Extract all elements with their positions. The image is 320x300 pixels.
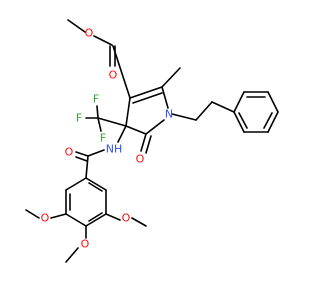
bond-ring-c5-c4 — [125, 125, 147, 135]
bond-ring-c3-c2-double-b — [132, 92, 163, 104]
atom-o-methoxy-right: O — [122, 212, 131, 225]
bond-phenyl-4-5 — [267, 111, 279, 133]
bond-o-para-methyl — [65, 247, 79, 263]
bond-ch2-ch2 — [195, 101, 213, 121]
atom-nh-amide: NH — [106, 143, 123, 156]
bond-phenyl-6-1 — [233, 111, 245, 133]
bond-ring-c3-c2-double-a — [129, 86, 163, 99]
bond-c4-nh — [117, 125, 127, 143]
atom-o-ester-ether: O — [85, 27, 94, 40]
bond-n-ch2 — [171, 113, 197, 121]
bond-aryl-inner-2 — [88, 212, 103, 222]
bond-amide-to-aryl — [85, 155, 89, 179]
atom-o-amide: O — [65, 146, 74, 159]
bond-nh-c-amide — [87, 149, 105, 157]
bond-cf3-f3 — [97, 117, 102, 132]
atom-o-lactam: O — [136, 153, 145, 166]
bond-phenyl-1-2 — [233, 91, 245, 113]
bond-ester-to-ring — [112, 45, 131, 99]
atom-n-ring: N — [165, 108, 173, 121]
bond-ester-methyl — [67, 19, 86, 33]
atom-labels: O O F F F N O NH O O O O — [41, 27, 173, 251]
bond-phenyl-inner-3 — [238, 112, 248, 129]
bond-lactam-c-o-double-b — [145, 135, 152, 154]
bond-aryl-1-2 — [65, 177, 87, 191]
bond-aryl-o-right — [105, 213, 121, 221]
atom-f-1: F — [76, 112, 82, 125]
bond-o-right-methyl — [131, 217, 147, 227]
bond-ch2-phenyl — [211, 101, 235, 113]
bond-aryl-inner-3 — [88, 182, 103, 192]
bond-aryl-6-1 — [85, 177, 107, 191]
bond-amide-c-o-double-a — [75, 151, 89, 157]
bond-amide-c-o-double-b — [75, 156, 88, 162]
bond-cf3-f2 — [96, 105, 99, 119]
atom-f-3: F — [100, 132, 106, 145]
atom-o-ester-carbonyl: O — [109, 69, 118, 82]
bond-phenyl-3-4 — [267, 91, 279, 113]
bond-o-left-methyl — [25, 209, 40, 219]
bond-phenyl-inner-2 — [263, 112, 273, 129]
bond-ring-n-c5 — [145, 119, 165, 135]
bond-lactam-c-o-double-a — [140, 133, 147, 152]
atom-o-methoxy-left: O — [41, 212, 50, 225]
bond-ring-c4-c3 — [125, 97, 131, 127]
bonds — [25, 19, 279, 263]
canvas-background — [0, 0, 300, 300]
bond-c4-cf3 — [97, 117, 127, 127]
atom-o-methoxy-para: O — [81, 238, 90, 251]
bond-ring-c2-methyl — [161, 67, 181, 88]
bond-aryl-3-4 — [65, 213, 87, 227]
bond-ester-o-c — [93, 35, 113, 46]
bond-ring-c2-n — [161, 86, 169, 109]
molecule-structure: O O F F F N O NH O O O O — [0, 0, 300, 300]
bond-aryl-4-5 — [85, 213, 107, 227]
atom-f-2: F — [93, 93, 99, 106]
bond-aryl-o-left — [50, 213, 67, 219]
